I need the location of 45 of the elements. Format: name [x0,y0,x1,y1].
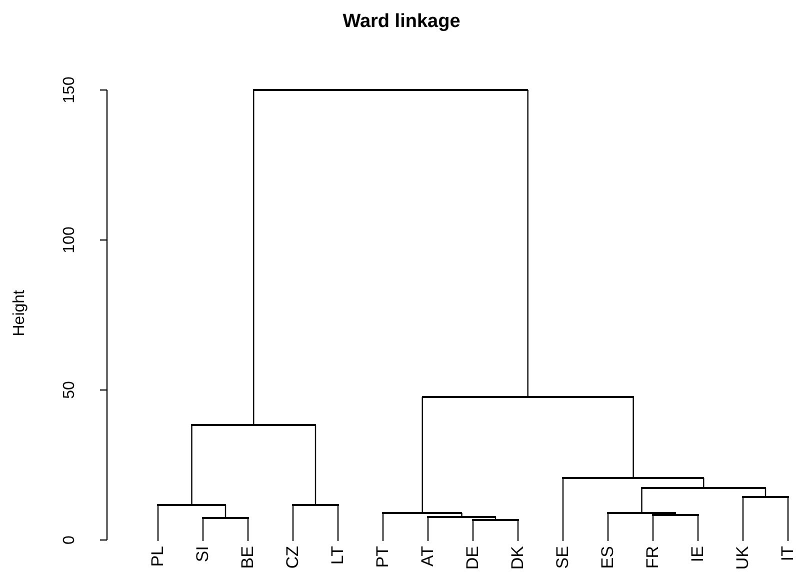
dendrogram-branch [517,520,519,541]
leaf-label: UK [734,546,751,570]
dendrogram-branch [314,425,316,505]
tick-label: 50 [62,381,78,399]
leaf-label: FR [644,546,661,569]
dendrogram-branch [562,478,564,541]
dendrogram-branch [703,478,704,488]
leaf-label: ES [599,546,616,569]
dendrogram-branch [247,518,249,541]
dendrogram-branch [527,90,528,397]
leaf-label: SE [554,546,571,569]
dendrogram-branch [422,396,423,513]
dendrogram-branch [632,396,634,478]
dendrogram-branch [191,425,192,505]
dendrogram-branch [742,497,744,541]
dendrogram-branch [607,513,609,541]
leaf-label: CZ [284,546,301,569]
leaf-label: PL [149,546,166,567]
dendrogram-branch [292,504,294,541]
dendrogram-branch [253,90,254,426]
dendrogram-branch [697,515,699,541]
tick-label: 0 [62,536,78,544]
leaf-label: AT [419,546,436,566]
chart-title: Ward linkage [342,11,462,33]
leaf-label: IE [689,546,706,562]
dendrogram-branch [382,513,384,541]
dendrogram-branch [224,504,226,518]
leaf-label: IT [779,546,796,562]
dendrogram-branch [157,504,159,541]
leaf-label: BE [239,546,256,569]
leaf-label: DK [509,546,526,570]
leaf-label: DE [464,546,481,570]
dendrogram-branch [202,518,204,541]
dendrogram-branch [787,497,789,541]
leaf-label: LT [329,546,346,565]
dendrogram-branch [641,488,642,513]
dendrogram-branch [472,520,474,541]
axis-title: Height [12,290,28,336]
dendrogram-branch [652,515,654,541]
tick-label: 150 [62,76,78,104]
leaf-label: SI [194,546,211,562]
tick-label: 100 [62,226,78,254]
leaf-label: PT [374,546,391,568]
dendrogram-branch [427,516,429,541]
dendrogram-branch [337,504,339,541]
